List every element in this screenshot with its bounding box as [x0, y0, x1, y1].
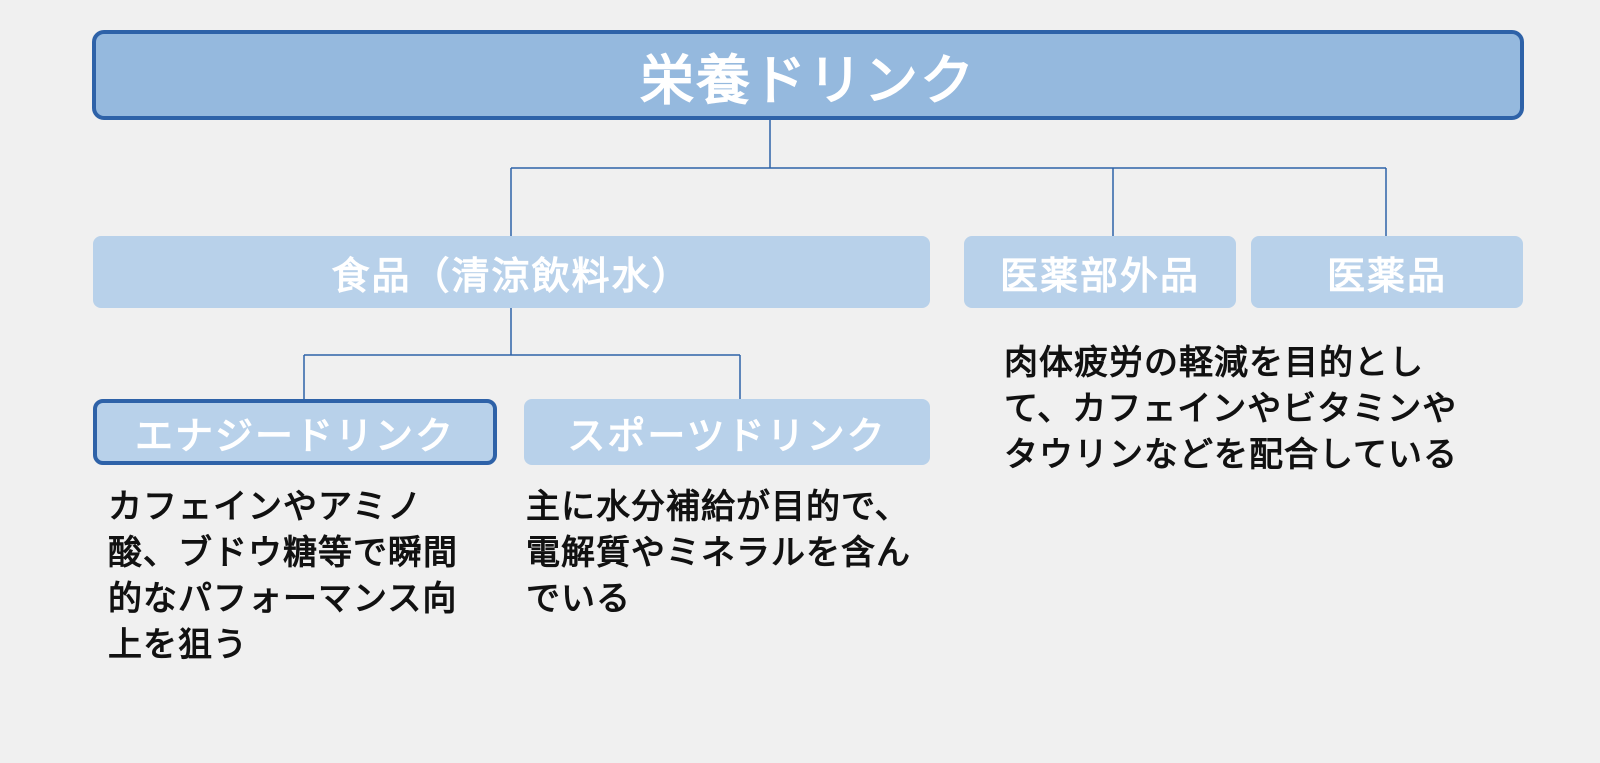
root-label: 栄養ドリンク — [640, 48, 976, 112]
energy-drink-node: エナジードリンク — [93, 399, 497, 465]
category-quasi-drug-label: 医薬部外品 — [999, 253, 1200, 298]
energy-drink-label: エナジードリンク — [134, 413, 455, 458]
quasi-drug-description: 肉体疲労の軽減を目的として、カフェインやビタミンやタウリンなどを配合している — [1004, 343, 1458, 475]
sports-drink-node: スポーツドリンク — [524, 399, 930, 465]
sports-drink-description: 主に水分補給が目的で、電解質やミネラルを含んでいる — [526, 487, 911, 619]
category-food-label: 食品（清涼飲料水） — [331, 253, 692, 298]
sports-drink-label: スポーツドリンク — [567, 413, 887, 458]
category-drug-label: 医薬品 — [1326, 253, 1447, 298]
energy-drink-description: カフェインやアミノ酸、ブドウ糖等で瞬間的なパフォーマンス向上を狙う — [108, 487, 458, 665]
category-drug-node: 医薬品 — [1251, 236, 1523, 308]
category-food-node: 食品（清涼飲料水） — [93, 236, 930, 308]
category-quasi-drug-node: 医薬部外品 — [964, 236, 1236, 308]
root-node: 栄養ドリンク — [92, 30, 1524, 120]
